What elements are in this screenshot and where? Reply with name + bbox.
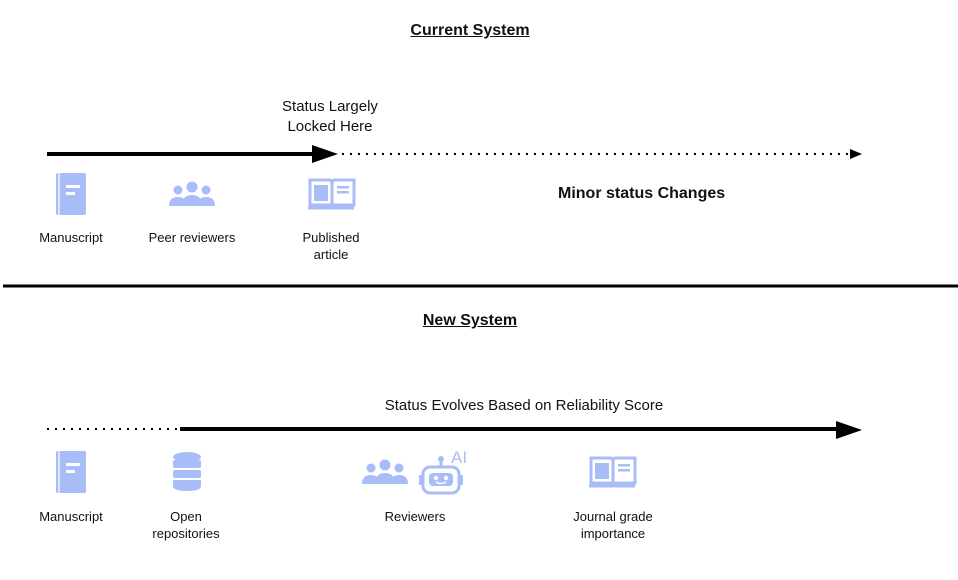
locked-note-line2: Locked Here	[287, 118, 373, 135]
step-published-label-line2: article	[313, 247, 349, 262]
current-system-title: Current System	[410, 22, 530, 39]
ai-robot-icon: AI	[419, 448, 467, 495]
database-icon	[173, 452, 201, 491]
new-solid-arrowhead	[836, 421, 862, 439]
evolve-note: Status Evolves Based on Reliability Scor…	[384, 397, 664, 414]
step-published-label: Published article	[261, 229, 401, 263]
current-dotted-arrowhead	[850, 149, 862, 159]
new-step-manuscript-label: Manuscript	[39, 509, 103, 524]
minor-status-note: Minor status Changes	[558, 185, 726, 202]
locked-note-line1: Status Largely	[282, 98, 378, 115]
people-icon	[362, 459, 408, 484]
step-manuscript-label: Manuscript	[39, 230, 103, 245]
current-solid-arrowhead	[312, 145, 338, 163]
step-published-label-line1: Published	[302, 230, 360, 245]
new-step-repositories-line1: Open	[170, 509, 202, 524]
manuscript-icon	[56, 173, 86, 215]
new-step-repositories-label: Open repositories	[116, 508, 256, 542]
new-step-reviewers-label: Reviewers	[384, 509, 446, 524]
people-icon	[169, 181, 215, 206]
manuscript-icon	[56, 451, 86, 493]
new-step-journal-line1: Journal grade	[573, 509, 653, 524]
book-icon	[589, 456, 637, 488]
book-icon	[308, 178, 356, 210]
new-step-repositories-line2: repositories	[152, 526, 220, 541]
locked-note: Status Largely Locked Here	[250, 97, 410, 137]
new-system-title: New System	[422, 312, 518, 329]
ai-badge: AI	[451, 448, 467, 467]
step-peer-reviewers-label: Peer reviewers	[148, 230, 236, 245]
new-step-journal-line2: importance	[580, 526, 646, 541]
new-step-journal-label: Journal grade importance	[543, 508, 683, 542]
